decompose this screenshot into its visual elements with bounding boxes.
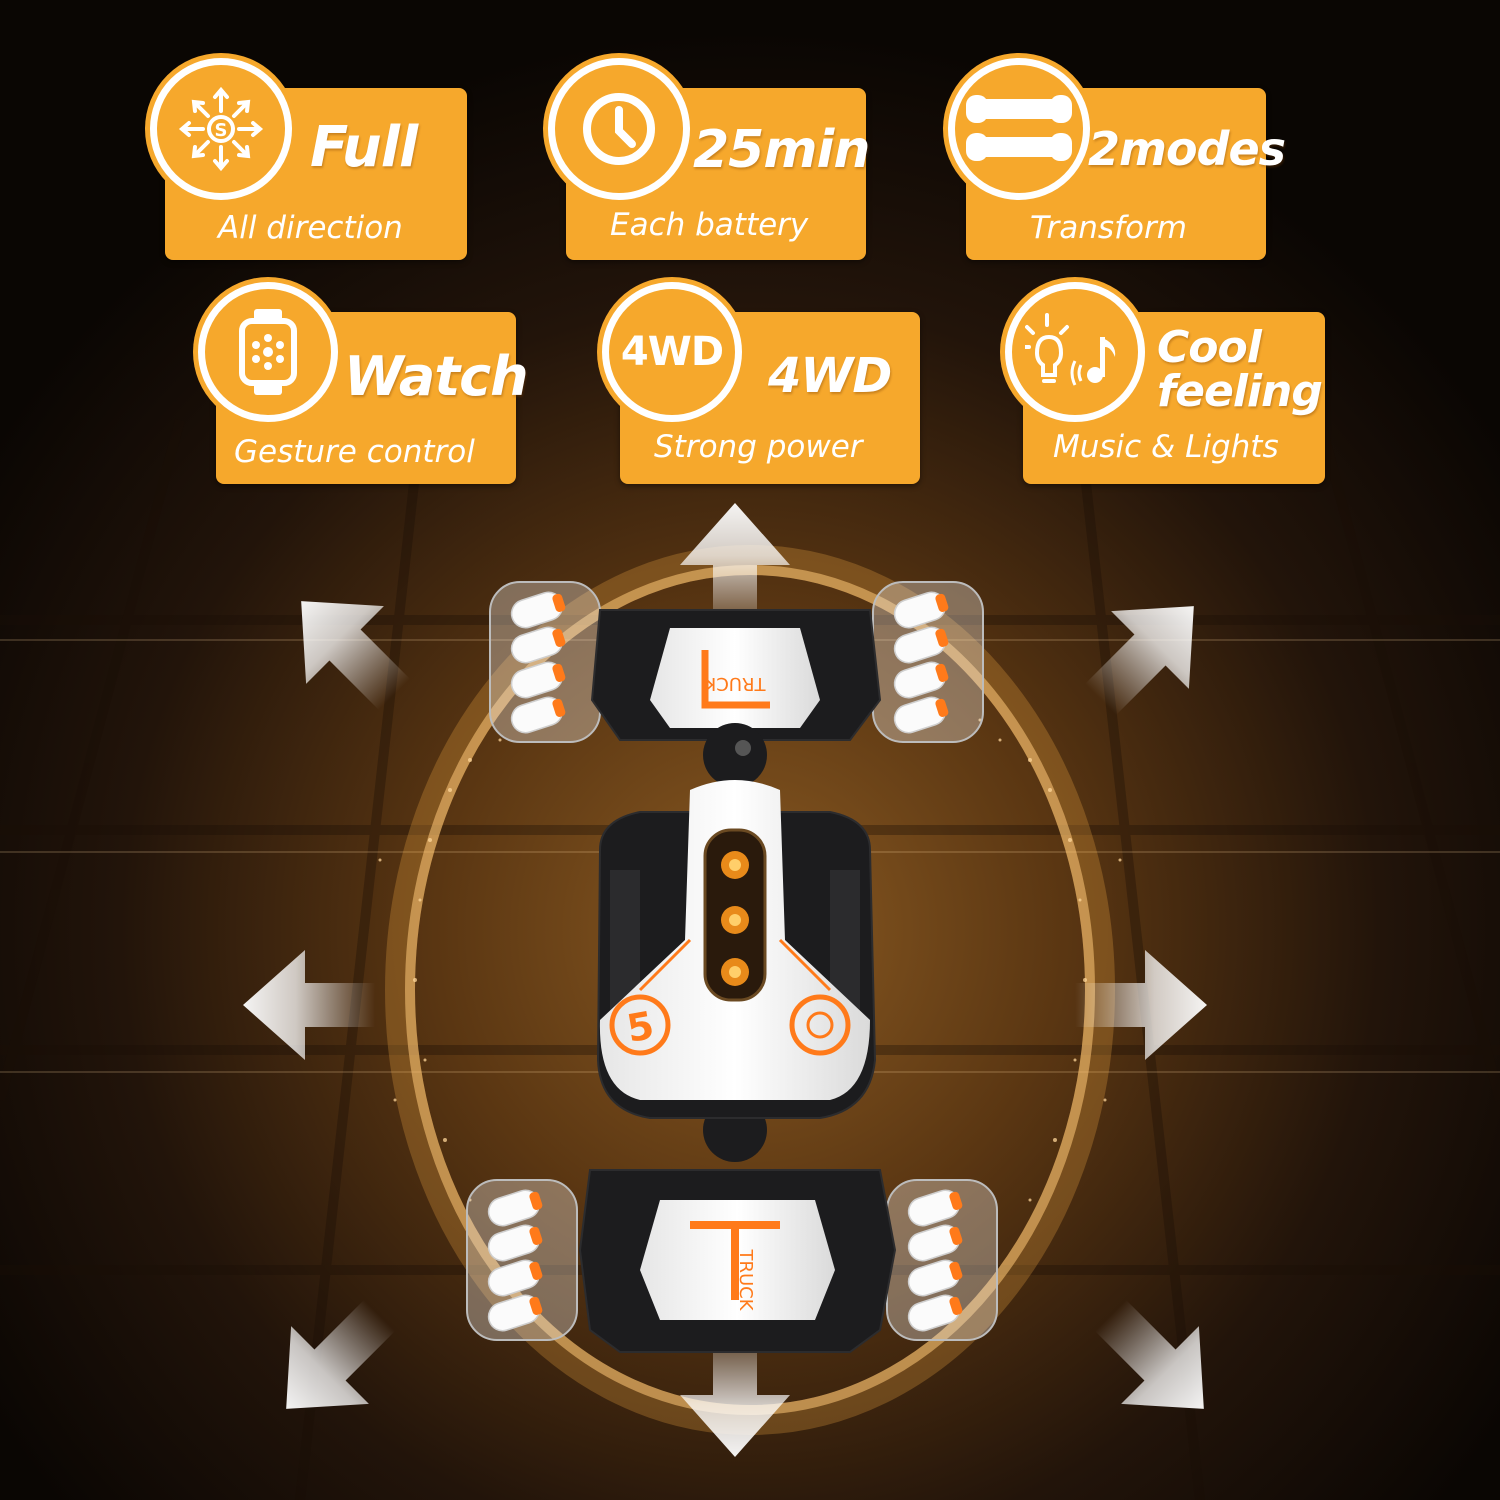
svg-text:TRUCK: TRUCK	[703, 673, 766, 694]
light-music-icon	[1005, 282, 1145, 422]
feature-subtitle: All direction	[218, 210, 403, 246]
wheel-front-left	[490, 582, 600, 742]
feature-badge-cool: Cool feeling Music & Lights	[1005, 282, 1325, 487]
feature-title-line1: Cool	[1157, 322, 1262, 373]
feature-title: 4WD	[768, 348, 892, 404]
feature-subtitle: Music & Lights	[1053, 429, 1279, 465]
wheel-rear-left	[467, 1180, 577, 1340]
all-direction-icon: S	[150, 58, 292, 200]
feature-title-line2: feeling	[1157, 366, 1323, 417]
feature-subtitle: Strong power	[654, 429, 863, 465]
rc-stunt-car: TRUCK 5 TRUCK	[467, 582, 997, 1353]
smartwatch-icon	[198, 282, 338, 422]
4wd-icon: 4WD	[602, 282, 742, 422]
wheel-rear-right	[887, 1180, 997, 1340]
clock-icon	[548, 58, 690, 200]
feature-badge-4wd: 4WD 4WD Strong power	[602, 282, 922, 487]
feature-subtitle: Each battery	[610, 207, 809, 243]
feature-title: 25min	[693, 120, 870, 180]
4wd-icon-label: 4WD	[620, 329, 724, 375]
wheel-front-right	[873, 582, 983, 742]
feature-badge-full: S Full All direction	[150, 58, 470, 263]
feature-title: 2modes	[1088, 122, 1286, 176]
feature-title: Full	[310, 115, 418, 180]
svg-text:TRUCK: TRUCK	[735, 1248, 756, 1311]
feature-subtitle: Gesture control	[234, 434, 475, 470]
feature-badge-battery: 25min Each battery	[548, 58, 870, 263]
transform-modes-icon	[948, 58, 1090, 200]
feature-title: Watch	[344, 345, 529, 408]
svg-text:S: S	[215, 120, 228, 141]
feature-badge-watch: Watch Gesture control	[198, 282, 529, 487]
feature-badge-transform: 2modes Transform	[948, 58, 1286, 263]
feature-subtitle: Transform	[1030, 210, 1187, 246]
